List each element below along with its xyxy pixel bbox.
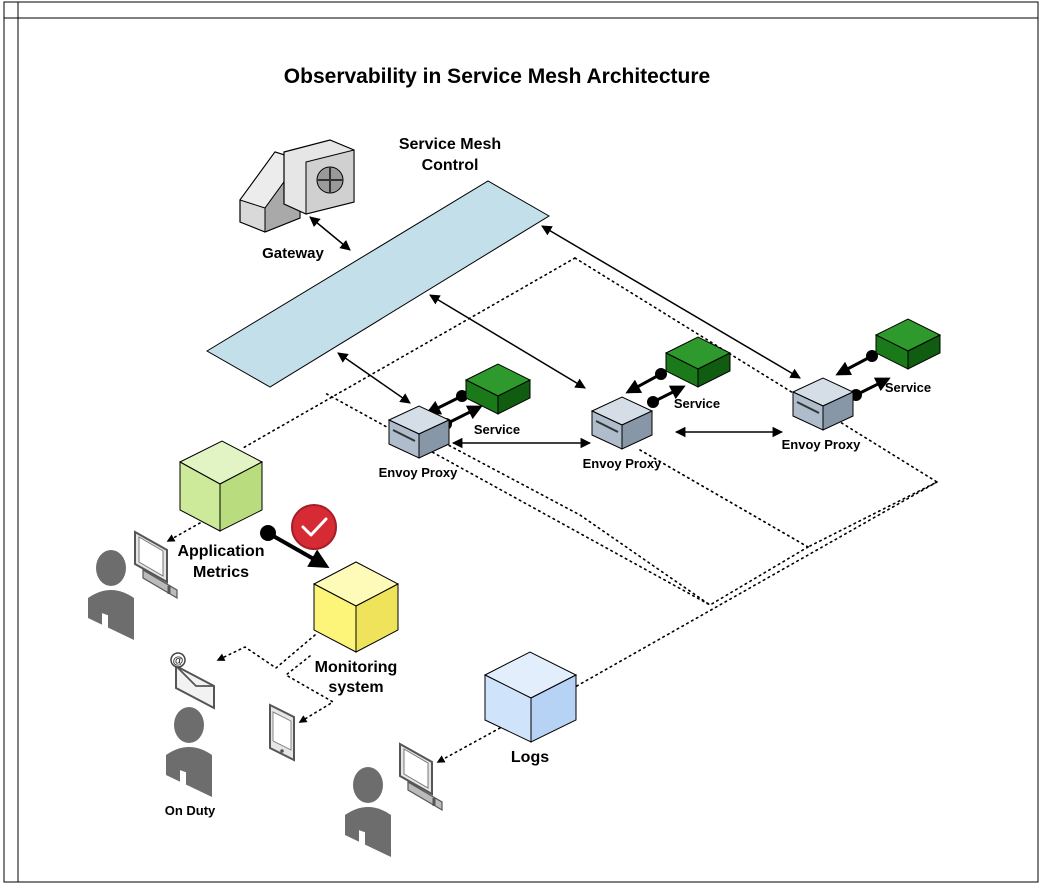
- person-icon: [88, 550, 134, 642]
- envoy-proxy-icon[interactable]: [387, 405, 451, 459]
- envoy-proxy-label-1: Envoy Proxy: [379, 465, 459, 480]
- gateway-label: Gateway: [262, 245, 324, 262]
- dotted-connectors: [166, 522, 501, 763]
- email-icon: @: [170, 652, 215, 710]
- dotted-grid: [242, 257, 939, 688]
- envoy-proxy-icon[interactable]: [791, 377, 855, 431]
- metrics-label-line1: Application: [177, 543, 264, 560]
- person-icon: [345, 767, 391, 859]
- service-label-1: Service: [474, 422, 520, 437]
- diagram-title: Observability in Service Mesh Architectu…: [284, 65, 710, 88]
- metrics-label-line2: Metrics: [193, 564, 249, 581]
- application-metrics-cube[interactable]: [178, 440, 264, 532]
- person-icon: [166, 707, 212, 799]
- page-frame: [3, 1, 1039, 883]
- control-label-line1: Service Mesh: [399, 136, 501, 153]
- envoy-proxy-label-2: Envoy Proxy: [583, 456, 663, 471]
- logs-cube[interactable]: [483, 651, 578, 743]
- monitor-icon: [399, 742, 443, 812]
- service-icon[interactable]: [464, 363, 532, 415]
- service-proxy-links: [425, 350, 891, 430]
- gateway-icon[interactable]: [239, 139, 355, 233]
- service-icon[interactable]: [664, 336, 732, 388]
- svg-text:@: @: [173, 655, 184, 667]
- mobile-phone-icon: [269, 703, 295, 762]
- check-badge-icon: [291, 504, 337, 550]
- envoy-proxy-label-3: Envoy Proxy: [782, 437, 862, 452]
- service-mesh-control-plane[interactable]: [206, 180, 550, 388]
- service-label-3: Service: [885, 380, 931, 395]
- monitoring-label-line1: Monitoring: [315, 659, 398, 676]
- connection-arrows: [309, 216, 801, 449]
- monitoring-system-cube[interactable]: [312, 561, 400, 653]
- control-label-line2: Control: [422, 157, 479, 174]
- monitoring-label-line2: system: [328, 679, 383, 696]
- logs-label: Logs: [511, 749, 549, 766]
- service-icon[interactable]: [874, 318, 942, 370]
- metrics-to-monitoring-arrow: [260, 525, 330, 568]
- on-duty-label: On Duty: [165, 803, 216, 818]
- monitor-icon: [134, 530, 178, 600]
- service-label-2: Service: [674, 396, 720, 411]
- envoy-proxy-icon[interactable]: [590, 396, 654, 450]
